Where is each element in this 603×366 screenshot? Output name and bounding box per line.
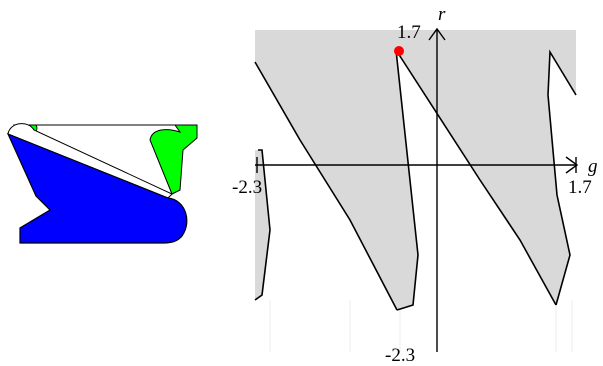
shape-illustration <box>6 123 198 244</box>
boundary-curves <box>254 49 577 311</box>
x-max-label: 1.7 <box>568 177 592 198</box>
y-max-label: 1.7 <box>397 22 421 43</box>
boundary-curve <box>395 49 419 311</box>
x-min-label: -2.3 <box>232 177 262 198</box>
white-slot <box>7 123 173 199</box>
boundary-curve <box>395 49 557 306</box>
boundary-curve <box>254 149 271 301</box>
plot-area: -2.3 1.7 1.7 -2.3 g r <box>232 4 598 366</box>
boundary-curve <box>254 61 398 311</box>
y-min-label: -2.3 <box>385 345 415 366</box>
boundary-curve <box>547 49 577 306</box>
y-axis-name: r <box>438 4 446 25</box>
shaded-region <box>255 30 576 310</box>
y-axis-arrowhead <box>428 27 446 41</box>
x-axis-arrowhead <box>565 156 579 174</box>
blue-shape <box>6 132 188 244</box>
x-axis-name: g <box>588 156 598 177</box>
faint-guides <box>269 300 573 352</box>
marker-point[interactable] <box>394 46 404 56</box>
